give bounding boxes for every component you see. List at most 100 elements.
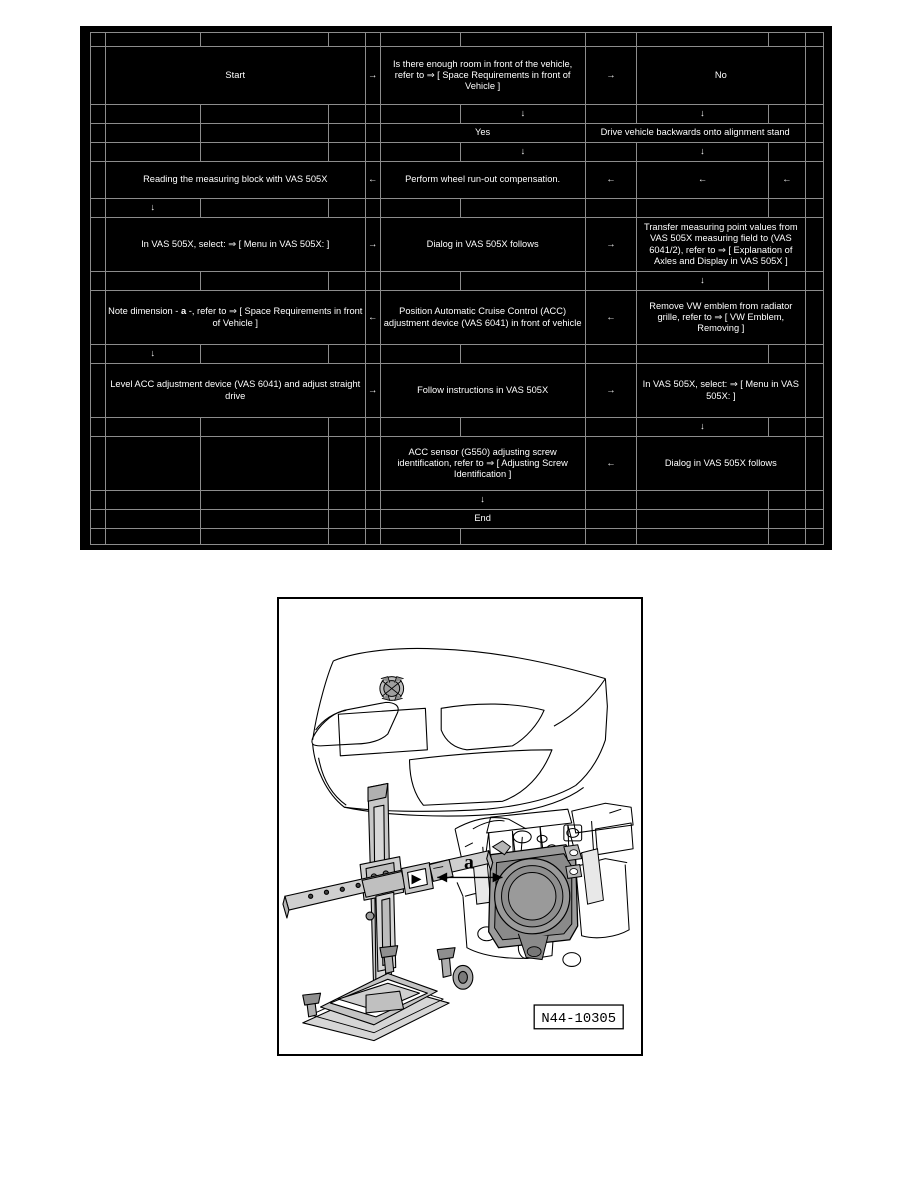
table-row: Level ACC adjustment device (VAS 6041) a… <box>90 363 825 418</box>
cell-spacer <box>636 528 769 545</box>
cell-spacer <box>584 344 638 364</box>
arrow-down-to-yes: ↓ <box>460 104 586 124</box>
cell-spacer <box>199 509 330 529</box>
cell-spacer <box>328 417 366 437</box>
cell-spacer <box>804 32 825 47</box>
cell-spacer <box>584 104 638 124</box>
cell-spacer <box>90 142 106 162</box>
table-row <box>90 528 825 545</box>
cell-spacer <box>199 417 330 437</box>
cell-spacer <box>804 528 825 545</box>
cell-spacer <box>379 104 462 124</box>
table-row: Note dimension - a -, refer to ⇒ [ Space… <box>90 290 825 345</box>
cell-spacer <box>90 417 106 437</box>
caster-wheel <box>452 964 474 990</box>
cell-spacer <box>90 290 106 345</box>
arrow-down-right-2: ↓ <box>636 417 769 437</box>
cell-spacer <box>328 104 366 124</box>
cell-spacer <box>636 490 769 510</box>
cell-spacer <box>460 528 586 545</box>
cell-spacer <box>584 32 638 47</box>
cell-spacer <box>767 528 806 545</box>
node-transfer-values: Transfer measuring point values from VAS… <box>636 217 806 272</box>
cell-spacer <box>636 32 769 47</box>
cell-spacer <box>584 198 638 218</box>
cell-spacer <box>379 344 462 364</box>
cell-spacer <box>90 509 106 529</box>
cell-spacer <box>767 271 806 291</box>
cell-spacer <box>636 509 769 529</box>
arrow-left-4: ← <box>767 161 806 199</box>
arrow-down-left-col: ↓ <box>104 198 201 218</box>
cell-spacer <box>364 528 381 545</box>
flowchart-table: Start → Is there enough room in front of… <box>90 32 825 545</box>
arrow-left-5: ← <box>364 290 381 345</box>
cell-spacer <box>460 271 586 291</box>
cell-spacer <box>767 417 806 437</box>
cell-spacer <box>199 344 330 364</box>
illustration-panel: a <box>277 597 643 1056</box>
cell-spacer <box>460 198 586 218</box>
cell-spacer <box>364 509 381 529</box>
arrow-right-3: → <box>364 217 381 272</box>
cell-spacer <box>104 271 201 291</box>
cell-spacer <box>328 271 366 291</box>
device-base-frame <box>302 945 474 1042</box>
cell-spacer <box>804 436 825 491</box>
table-row: End <box>90 509 825 529</box>
table-row: Yes Drive vehicle backwards onto alignme… <box>90 123 825 143</box>
cell-spacer <box>90 123 106 143</box>
node-question-room: Is there enough room in front of the veh… <box>379 46 586 105</box>
cell-spacer <box>804 417 825 437</box>
cell-spacer <box>379 528 462 545</box>
cell-spacer <box>364 271 381 291</box>
cell-spacer <box>460 344 586 364</box>
cell-spacer <box>804 123 825 143</box>
node-follow-instructions: Follow instructions in VAS 505X <box>379 363 586 418</box>
leveling-foot-left <box>302 992 322 1018</box>
flowchart-panel: Start → Is there enough room in front of… <box>80 26 832 550</box>
node-dialog-follows-2: Dialog in VAS 505X follows <box>636 436 806 491</box>
cell-spacer <box>804 46 825 105</box>
cell-spacer <box>804 104 825 124</box>
body-panel-ribs <box>472 848 604 905</box>
cell-spacer <box>584 528 638 545</box>
cell-spacer <box>584 142 638 162</box>
cell-spacer <box>328 198 366 218</box>
cell-spacer <box>767 32 806 47</box>
cell-spacer <box>584 490 638 510</box>
table-row: ↓ ↓ <box>90 142 825 162</box>
cell-spacer <box>364 123 381 143</box>
cell-spacer <box>804 509 825 529</box>
cell-spacer <box>199 104 330 124</box>
cell-spacer <box>767 509 806 529</box>
cell-spacer <box>804 198 825 218</box>
cell-spacer <box>104 417 201 437</box>
cell-spacer <box>199 490 330 510</box>
cell-spacer <box>104 32 201 47</box>
note-dim-before: Note dimension - <box>108 306 181 317</box>
cell-spacer <box>804 344 825 364</box>
cell-spacer <box>584 271 638 291</box>
cell-spacer <box>379 142 462 162</box>
cell-spacer <box>379 32 462 47</box>
cell-spacer <box>104 528 201 545</box>
cell-spacer <box>104 436 201 491</box>
cell-spacer <box>90 271 106 291</box>
note-dim-emphasis: a <box>180 306 187 317</box>
cell-spacer <box>90 217 106 272</box>
table-row: Start → Is there enough room in front of… <box>90 46 825 105</box>
cell-spacer <box>460 417 586 437</box>
cell-spacer <box>584 417 638 437</box>
cell-spacer <box>328 490 366 510</box>
cell-spacer <box>104 104 201 124</box>
acc-adjustment-device-vas6041 <box>282 782 494 1010</box>
table-row: ↓ <box>90 198 825 218</box>
table-row <box>90 32 825 47</box>
node-start: Start <box>104 46 366 105</box>
cell-spacer <box>364 490 381 510</box>
node-acc-screw-identification: ACC sensor (G550) adjusting screw identi… <box>379 436 586 491</box>
node-note-dimension: Note dimension - a -, refer to ⇒ [ Space… <box>104 290 366 345</box>
node-wheel-runout: Perform wheel run-out compensation. <box>379 161 586 199</box>
cell-spacer <box>804 490 825 510</box>
